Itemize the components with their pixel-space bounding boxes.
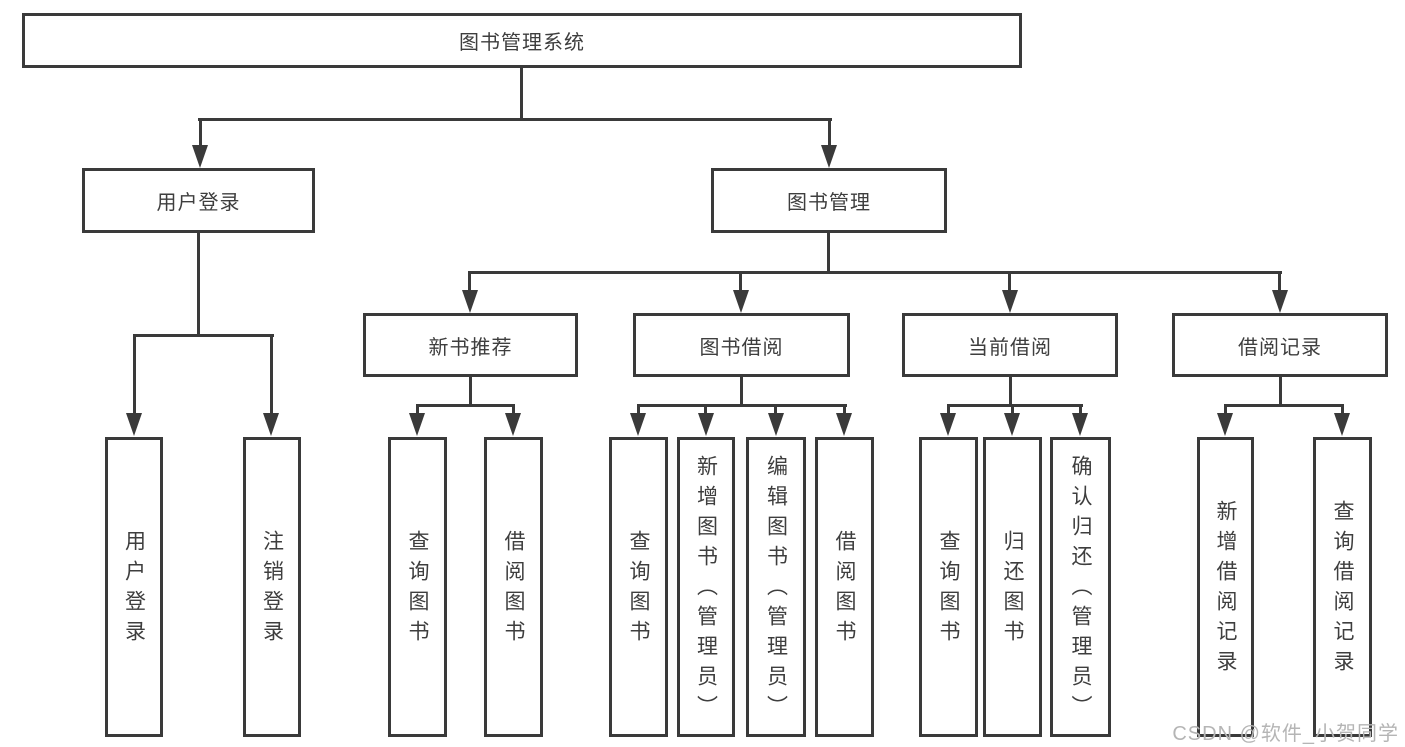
connector-vline (1279, 375, 1282, 407)
leaf-edit-books-admin: 编辑图书（管理员） (746, 437, 806, 737)
arrow-down-icon (630, 413, 646, 436)
node-borrowing-records: 借阅记录 (1172, 313, 1388, 377)
connector-vline (270, 334, 273, 414)
arrow-down-icon (1004, 413, 1020, 436)
arrow-down-icon (698, 413, 714, 436)
arrow-down-icon (1272, 290, 1288, 313)
leaf-query-books-current: 查询图书 (919, 437, 978, 737)
arrow-down-icon (1334, 413, 1350, 436)
connector-vline (1011, 404, 1014, 416)
arrow-down-icon (192, 145, 208, 168)
leaf-query-books-borrowing: 查询图书 (609, 437, 668, 737)
connector-vline (740, 375, 743, 407)
leaf-confirm-return-admin: 确认归还（管理员） (1050, 437, 1111, 737)
arrow-down-icon (940, 413, 956, 436)
node-current-borrowing: 当前借阅 (902, 313, 1118, 377)
node-book-borrowing: 图书借阅 (633, 313, 850, 377)
connector-hline (133, 334, 274, 337)
connector-vline (947, 404, 950, 416)
arrow-down-icon (836, 413, 852, 436)
connector-hline (416, 404, 515, 407)
arrow-down-icon (263, 413, 279, 436)
connector-hline (198, 118, 832, 121)
leaf-logout: 注销登录 (243, 437, 301, 737)
arrow-down-icon (1002, 290, 1018, 313)
leaf-query-borrow-record: 查询借阅记录 (1313, 437, 1372, 737)
connector-vline (512, 404, 515, 416)
node-library-management-system: 图书管理系统 (22, 13, 1022, 68)
arrow-down-icon (505, 413, 521, 436)
connector-hline (947, 404, 1083, 407)
node-new-book-recommendation: 新书推荐 (363, 313, 578, 377)
leaf-user-login: 用户登录 (105, 437, 163, 737)
connector-hline (468, 271, 1282, 274)
arrow-down-icon (409, 413, 425, 436)
connector-vline (827, 231, 830, 274)
connector-vline (197, 231, 200, 337)
arrow-down-icon (1072, 413, 1088, 436)
leaf-borrow-books: 借阅图书 (815, 437, 874, 737)
connector-vline (774, 404, 777, 416)
connector-hline (1224, 404, 1344, 407)
arrow-down-icon (462, 290, 478, 313)
leaf-return-books: 归还图书 (983, 437, 1042, 737)
connector-vline (1224, 404, 1227, 416)
connector-vline (133, 334, 136, 414)
leaf-borrow-books-recommend: 借阅图书 (484, 437, 543, 737)
arrow-down-icon (821, 145, 837, 168)
connector-vline (1008, 271, 1011, 292)
arrow-down-icon (768, 413, 784, 436)
connector-vline (1079, 404, 1082, 416)
connector-vline (1009, 375, 1012, 407)
connector-vline (520, 67, 523, 120)
connector-vline (637, 404, 640, 416)
node-book-management: 图书管理 (711, 168, 947, 233)
arrow-down-icon (126, 413, 142, 436)
connector-vline (199, 118, 202, 148)
connector-vline (739, 271, 742, 292)
connector-vline (469, 375, 472, 407)
connector-vline (1341, 404, 1344, 416)
connector-vline (828, 118, 831, 148)
connector-vline (843, 404, 846, 416)
arrow-down-icon (733, 290, 749, 313)
leaf-add-borrow-record: 新增借阅记录 (1197, 437, 1254, 737)
leaf-add-books-admin: 新增图书（管理员） (677, 437, 735, 737)
connector-vline (468, 271, 471, 292)
watermark: CSDN @软件_小贺同学 (1172, 723, 1399, 745)
connector-vline (416, 404, 419, 416)
connector-vline (704, 404, 707, 416)
connector-hline (637, 404, 847, 407)
leaf-query-books-recommend: 查询图书 (388, 437, 447, 737)
node-user-login: 用户登录 (82, 168, 315, 233)
arrow-down-icon (1217, 413, 1233, 436)
connector-vline (1278, 271, 1281, 292)
